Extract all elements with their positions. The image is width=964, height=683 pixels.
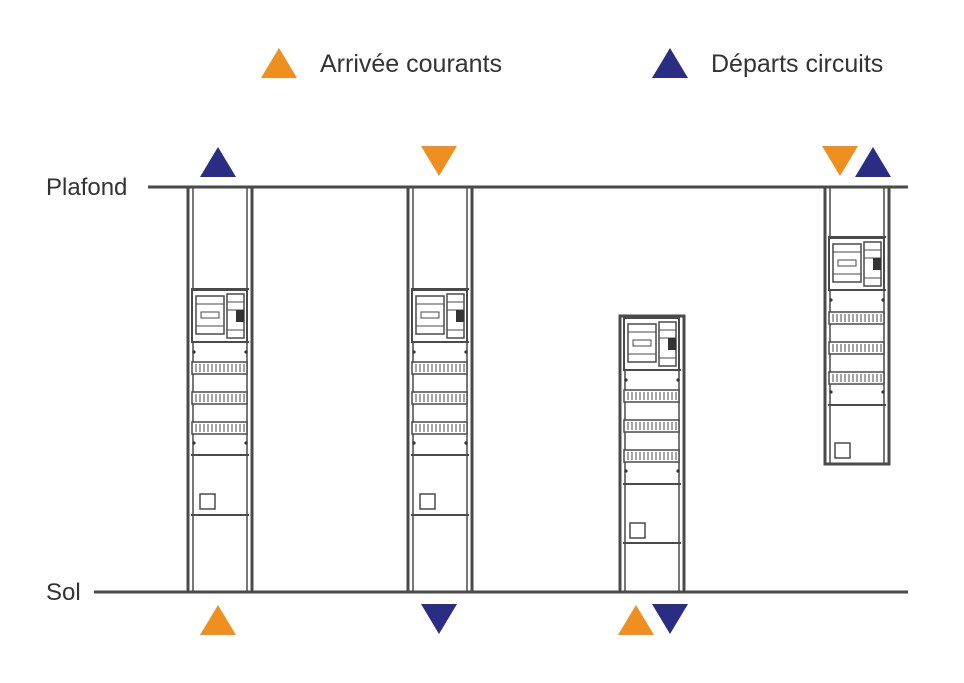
ceiling-label: Plafond [46, 174, 127, 201]
legend-departs-label: Départs circuits [711, 50, 883, 78]
departs-up-triangle-icon [200, 147, 236, 177]
arrivee-down-triangle-icon [421, 146, 457, 176]
floor-label: Sol [46, 579, 81, 606]
legend-arrivee-label: Arrivée courants [320, 50, 502, 78]
departs-up-triangle-icon [855, 147, 891, 177]
cabinet-2 [406, 146, 474, 634]
departs-down-triangle-icon [421, 604, 457, 634]
cabinet-1 [186, 147, 254, 635]
departs-legend-triangle-icon [652, 48, 688, 78]
arrivee-legend-triangle-icon [261, 48, 297, 78]
levels: Plafond Sol [46, 174, 908, 606]
arrivee-up-triangle-icon [618, 605, 654, 635]
arrivee-up-triangle-icon [200, 605, 236, 635]
cabinet-3 [618, 314, 688, 635]
departs-down-triangle-icon [652, 604, 688, 634]
cabinet-4 [822, 146, 891, 466]
arrivee-down-triangle-icon [822, 146, 858, 176]
legend: Arrivée courants Départs circuits [261, 48, 883, 78]
